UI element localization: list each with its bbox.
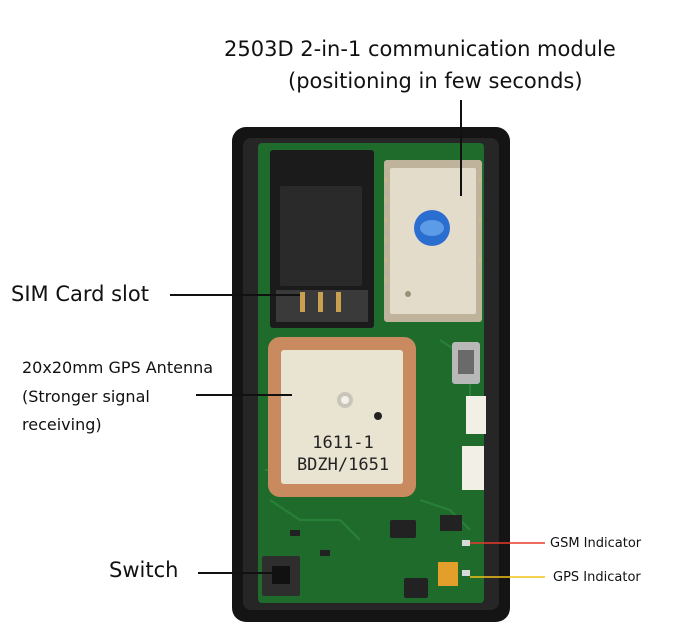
gps-indicator-label: GPS Indicator <box>553 570 641 585</box>
sim-card-label: SIM Card slot <box>11 282 149 306</box>
module-label-line2: (positioning in few seconds) <box>288 69 583 93</box>
connector-bottom <box>462 446 484 490</box>
gps-antenna-label-line1: 20x20mm GPS Antenna <box>22 358 214 377</box>
antenna-code-2: BDZH/1651 <box>297 455 389 475</box>
gps-antenna-label-line3: receiving) <box>22 415 102 434</box>
gps-antenna: 1611-1 BDZH/1651 <box>268 337 416 497</box>
communication-module <box>384 160 482 322</box>
switch-label: Switch <box>109 558 179 582</box>
module-label-line1: 2503D 2-in-1 communication module <box>224 37 616 61</box>
antenna-code-1: 1611-1 <box>312 433 373 453</box>
gps-antenna-label-line2: (Stronger signal <box>22 387 150 406</box>
gsm-indicator-label: GSM Indicator <box>550 536 642 551</box>
sim-card-slot <box>270 150 374 328</box>
power-switch <box>262 556 300 596</box>
connector-top <box>466 396 486 434</box>
yellow-component <box>438 562 458 586</box>
